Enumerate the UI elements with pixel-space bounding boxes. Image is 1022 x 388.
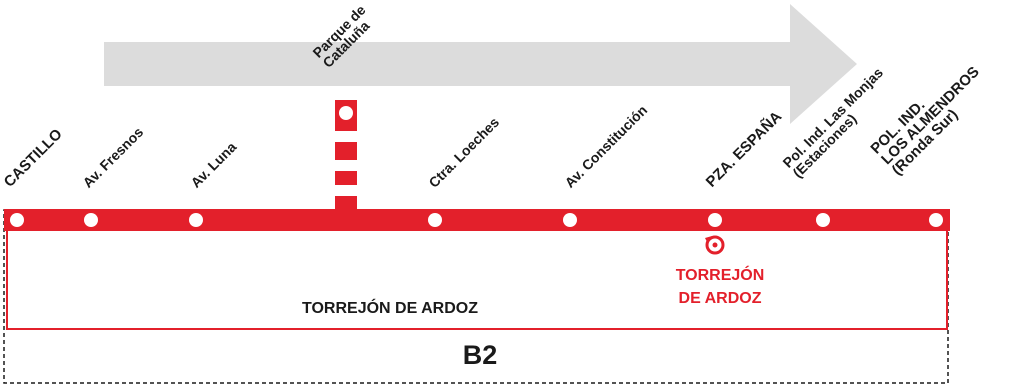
stop-dot bbox=[189, 213, 203, 227]
stop-dot bbox=[428, 213, 442, 227]
stop-dot bbox=[708, 213, 722, 227]
stop-dot bbox=[10, 213, 24, 227]
stop-dot bbox=[929, 213, 943, 227]
circular-arrow-icon bbox=[705, 235, 725, 255]
interchange-label: TORREJÓN DE ARDOZ bbox=[660, 264, 780, 310]
route-code: B2 bbox=[462, 340, 498, 370]
interchange-label-line: TORREJÓN bbox=[675, 267, 765, 284]
town-name: TORREJÓN DE ARDOZ bbox=[301, 300, 478, 317]
branch-gap bbox=[335, 131, 357, 142]
branch-gap bbox=[335, 160, 357, 171]
direction-arrow bbox=[104, 4, 857, 124]
stop-dot bbox=[84, 213, 98, 227]
stop-dot bbox=[339, 106, 353, 120]
interchange-label-line: DE ARDOZ bbox=[678, 290, 762, 308]
branch-gap bbox=[335, 185, 357, 196]
branch-line bbox=[335, 100, 357, 209]
stop-dot bbox=[816, 213, 830, 227]
route-line bbox=[4, 209, 950, 231]
stop-dot bbox=[563, 213, 577, 227]
